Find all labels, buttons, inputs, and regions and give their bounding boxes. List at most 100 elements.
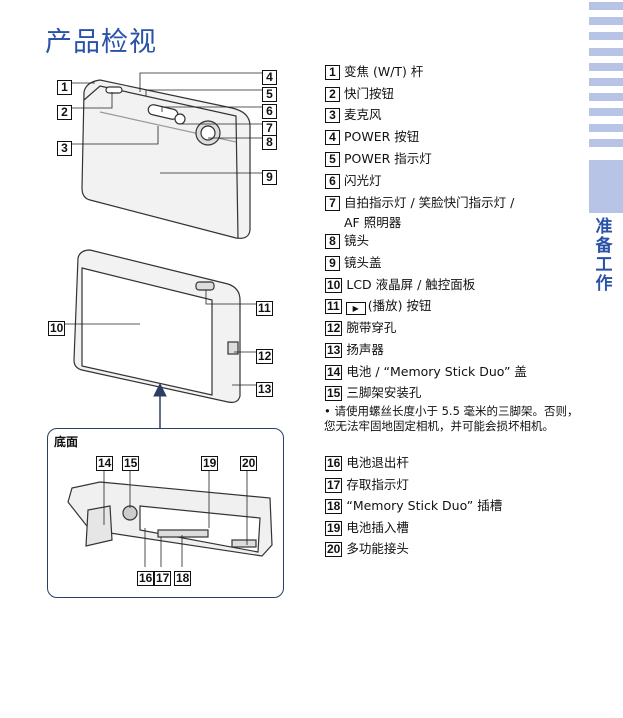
callout-4: 4 bbox=[262, 66, 277, 85]
item-label: LCD 液晶屏 / 触控面板 bbox=[346, 277, 476, 292]
tab-stripe bbox=[589, 32, 623, 41]
camera-back-illustration bbox=[73, 249, 241, 403]
callout-15: 15 bbox=[122, 456, 140, 471]
list-item: 3 麦克风 bbox=[325, 107, 382, 123]
item-label: 扬声器 bbox=[346, 342, 384, 357]
item-label: 镜头盖 bbox=[344, 255, 382, 270]
callout-16: 16 bbox=[137, 571, 155, 586]
item-label: POWER 指示灯 bbox=[344, 151, 432, 166]
callout-12: 12 bbox=[256, 349, 274, 364]
callout-9: 9 bbox=[262, 166, 277, 185]
item-number: 17 bbox=[325, 478, 343, 493]
item-number: 12 bbox=[325, 321, 343, 336]
list-item: 6 闪光灯 bbox=[325, 173, 382, 189]
list-item: 2 快门按钮 bbox=[325, 86, 394, 102]
item-label: 电池插入槽 bbox=[346, 520, 409, 535]
item-label: 电池 / “Memory Stick Duo” 盖 bbox=[346, 364, 527, 379]
item-number: 5 bbox=[325, 152, 340, 167]
tab-stripe bbox=[589, 78, 623, 86]
item-number: 6 bbox=[325, 174, 340, 189]
item-number: 18 bbox=[325, 499, 343, 514]
item-label: 多功能接头 bbox=[346, 541, 409, 556]
callout-1: 1 bbox=[57, 76, 72, 95]
item-number: 15 bbox=[325, 386, 343, 401]
item-number: 9 bbox=[325, 256, 340, 271]
section-tab-block bbox=[589, 160, 623, 213]
item-number: 8 bbox=[325, 234, 340, 249]
item-number: 2 bbox=[325, 87, 340, 102]
item-number: 4 bbox=[325, 130, 340, 145]
list-item: 11▶(播放) 按钮 bbox=[325, 298, 431, 315]
tab-stripe bbox=[589, 47, 623, 56]
item-number: 20 bbox=[325, 542, 343, 557]
callout-2: 2 bbox=[57, 101, 72, 120]
list-item: 8 镜头 bbox=[325, 233, 369, 249]
list-item: 5 POWER 指示灯 bbox=[325, 151, 432, 167]
list-item: 4 POWER 按钮 bbox=[325, 129, 419, 145]
callout-8: 8 bbox=[262, 131, 277, 150]
callout-19: 19 bbox=[201, 456, 219, 471]
callout-18: 18 bbox=[174, 571, 192, 586]
callout-17: 17 bbox=[154, 571, 172, 586]
item-number: 3 bbox=[325, 108, 340, 123]
callout-7: 7 bbox=[262, 117, 277, 136]
item-label: 麦克风 bbox=[344, 107, 382, 122]
item-number: 19 bbox=[325, 521, 343, 536]
item-number: 16 bbox=[325, 456, 343, 471]
callout-13: 13 bbox=[256, 382, 274, 397]
view-arrow bbox=[153, 382, 167, 428]
list-item: 18“Memory Stick Duo” 插槽 bbox=[325, 498, 502, 514]
item-number: 7 bbox=[325, 196, 340, 211]
item-label-continued: AF 照明器 bbox=[344, 215, 402, 230]
item-label: 镜头 bbox=[344, 233, 370, 248]
camera-front-illustration bbox=[81, 79, 251, 239]
callout-14: 14 bbox=[96, 456, 114, 471]
list-item: 1 变焦 (W/T) 杆 bbox=[325, 64, 423, 80]
item-label: 存取指示灯 bbox=[346, 477, 409, 492]
camera-bottom-illustration bbox=[67, 481, 273, 557]
item-number: 1 bbox=[325, 65, 340, 80]
callout-20: 20 bbox=[240, 456, 258, 471]
callout-5: 5 bbox=[262, 83, 277, 102]
tab-stripe bbox=[589, 2, 623, 10]
item-label: (播放) 按钮 bbox=[367, 298, 432, 313]
tripod-note: • 请使用螺丝长度小于 5.5 毫米的三脚架。否则，您无法牢固地固定相机，并可能… bbox=[324, 404, 579, 433]
page-title: 产品检视 bbox=[45, 27, 157, 58]
item-label: 快门按钮 bbox=[344, 86, 395, 101]
tab-stripe bbox=[589, 108, 623, 117]
item-label: POWER 按钮 bbox=[344, 129, 420, 144]
callout-11: 11 bbox=[256, 301, 273, 316]
tab-stripe bbox=[589, 93, 623, 102]
item-number: 10 bbox=[325, 278, 343, 293]
item-label: 电池退出杆 bbox=[346, 455, 409, 470]
item-number: 14 bbox=[325, 365, 343, 380]
item-label: “Memory Stick Duo” 插槽 bbox=[346, 498, 503, 513]
section-tab-label: 准备工作 bbox=[595, 217, 613, 294]
item-label: 自拍指示灯 / 笑脸快门指示灯 / bbox=[344, 195, 515, 210]
item-number: 13 bbox=[325, 343, 343, 358]
callout-6: 6 bbox=[262, 100, 277, 119]
list-item: 9 镜头盖 bbox=[325, 255, 382, 271]
item-label: 三脚架安装孔 bbox=[346, 385, 422, 400]
callout-10: 10 bbox=[48, 321, 66, 336]
item-label: 闪光灯 bbox=[344, 173, 382, 188]
tab-stripe bbox=[589, 17, 623, 26]
tab-stripe bbox=[589, 138, 623, 147]
play-icon: ▶ bbox=[345, 302, 366, 315]
tab-stripe bbox=[589, 123, 623, 132]
item-number: 11 bbox=[325, 299, 342, 314]
item-label: 变焦 (W/T) 杆 bbox=[344, 64, 424, 79]
list-item: 7 自拍指示灯 / 笑脸快门指示灯 / bbox=[325, 195, 514, 211]
tab-stripe bbox=[589, 62, 623, 71]
callout-3: 3 bbox=[57, 137, 72, 156]
